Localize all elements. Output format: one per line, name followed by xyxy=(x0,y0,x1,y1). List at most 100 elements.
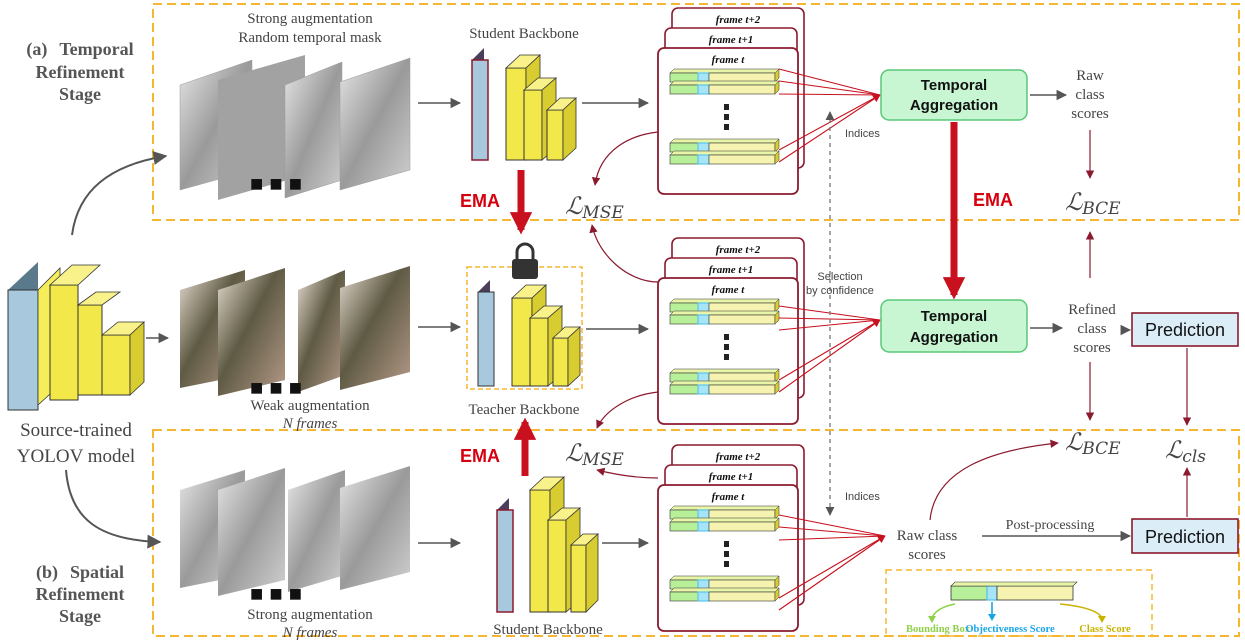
legend-cls-arrow xyxy=(1059,603,1103,619)
bce-loss-top: ℒBCE xyxy=(1065,188,1121,219)
bottom-student-backbone xyxy=(496,476,600,613)
ema-top-label: EMA xyxy=(460,191,500,211)
svg-text:Selection: Selection xyxy=(817,271,862,283)
top-features-to-aggregation-lines xyxy=(778,68,881,163)
raw-class-scores-bottom: Raw class scores xyxy=(897,528,958,563)
legend-bounding-box: Bounding Box xyxy=(906,624,971,635)
svg-text:(b)Spatial: (b)Spatial xyxy=(36,562,124,583)
svg-text:Aggregation: Aggregation xyxy=(910,97,998,114)
top-feature-bar xyxy=(669,138,780,153)
prediction-box-bottom: Prediction xyxy=(1131,518,1239,554)
top-frame-label-t1: frame t+1 xyxy=(709,34,753,46)
svg-text:Temporal: Temporal xyxy=(921,308,987,325)
svg-text:class: class xyxy=(1075,87,1104,103)
temporal-aggregation-top: Temporal Aggregation xyxy=(880,69,1028,121)
teacher-backbone xyxy=(477,280,582,387)
middle-frames-ellipsis: ■ ■ ■ xyxy=(250,375,302,400)
bottom-frame-caption: Strong augmentation N frames xyxy=(247,607,373,641)
lock-icon xyxy=(512,242,538,279)
top-feature-bar xyxy=(669,68,780,83)
top-feature-bar xyxy=(669,150,780,165)
mse-loss-bottom: ℒMSE xyxy=(565,439,624,470)
svg-text:Strong augmentation: Strong augmentation xyxy=(247,607,373,623)
source-to-temporal-arrow xyxy=(71,151,168,236)
top-frame-label-t2: frame t+2 xyxy=(716,14,761,26)
feature-grid-stacks: frame t+2 frame t+1 frame t frame t+2 frame … xyxy=(657,7,805,632)
svg-text:Refinement: Refinement xyxy=(36,584,125,604)
top-feature-ellipsis xyxy=(724,104,729,130)
svg-text:Strong augmentation: Strong augmentation xyxy=(247,11,373,27)
svg-text:scores: scores xyxy=(908,547,946,563)
bottom-feature-bar xyxy=(669,505,780,520)
teacher-features-to-mse-bottom-arrow xyxy=(596,391,659,429)
bottom-feature-bar xyxy=(669,575,780,590)
teacher-features-to-mse-top-arrow xyxy=(589,224,659,283)
bottom-feature-ellipsis xyxy=(724,541,729,567)
svg-text:YOLOV model: YOLOV model xyxy=(17,446,135,467)
svg-text:(a)Temporal: (a)Temporal xyxy=(26,39,133,60)
svg-text:Raw: Raw xyxy=(1076,68,1104,84)
svg-text:Stage: Stage xyxy=(59,606,101,626)
legend-feature-bar xyxy=(950,581,1078,601)
svg-text:Raw class: Raw class xyxy=(897,528,958,544)
svg-text:N frames: N frames xyxy=(282,625,338,641)
middle-frame-label-t2: frame t+2 xyxy=(716,244,761,256)
svg-text:Prediction: Prediction xyxy=(1145,527,1225,547)
bottom-frame-label-t: frame t xyxy=(712,491,746,503)
cls-loss: ℒcls xyxy=(1165,436,1206,467)
svg-text:Random temporal mask: Random temporal mask xyxy=(238,30,382,46)
top-frames-ellipsis: ■ ■ ■ xyxy=(250,171,302,196)
bottom-features-to-mse-arrow xyxy=(596,467,659,479)
temporal-aggregation-middle: Temporal Aggregation xyxy=(880,299,1028,353)
bottom-student-label: Student Backbone xyxy=(493,622,603,638)
svg-text:Refined: Refined xyxy=(1068,302,1116,318)
source-to-spatial-arrow xyxy=(65,469,162,549)
spatial-stage-border xyxy=(152,429,1240,637)
middle-frame-label-t1: frame t+1 xyxy=(709,264,753,276)
bottom-feature-bar xyxy=(669,517,780,532)
svg-text:N frames: N frames xyxy=(282,416,338,432)
svg-text:Source-trained: Source-trained xyxy=(20,420,132,441)
middle-feature-bar xyxy=(669,380,780,395)
refined-class-scores: Refined class scores xyxy=(1068,302,1116,356)
top-student-label: Student Backbone xyxy=(469,26,579,42)
prediction-box-top: Prediction xyxy=(1131,312,1239,347)
middle-frame-stack xyxy=(180,266,410,396)
legend-class-score: Class Score xyxy=(1079,624,1131,635)
legend-border xyxy=(885,569,1153,637)
spatial-stage-title: (b)Spatial Refinement Stage xyxy=(36,562,125,626)
post-processing-label: Post-processing xyxy=(1006,518,1095,533)
middle-feature-bar xyxy=(669,298,780,313)
middle-feature-bar xyxy=(669,310,780,325)
bottom-feature-bar xyxy=(669,587,780,602)
top-frame-caption: Strong augmentation Random temporal mask xyxy=(238,11,382,46)
top-student-backbone xyxy=(471,48,578,161)
svg-text:scores: scores xyxy=(1071,106,1109,122)
indices-top-label: Indices xyxy=(845,128,880,140)
ema-aggregation-label: EMA xyxy=(973,190,1013,210)
svg-text:Stage: Stage xyxy=(59,84,101,104)
svg-text:scores: scores xyxy=(1073,340,1111,356)
bottom-frame-label-t2: frame t+2 xyxy=(716,451,761,463)
middle-feature-bar xyxy=(669,368,780,383)
raw-class-scores-top: Raw class scores xyxy=(1071,68,1109,122)
bce-loss-bottom: ℒBCE xyxy=(1065,428,1121,459)
top-features-to-mse-arrow xyxy=(591,131,659,186)
svg-text:by confidence: by confidence xyxy=(806,285,874,297)
bottom-features-to-raw-scores-lines xyxy=(778,514,886,611)
temporal-stage-border xyxy=(152,3,1240,221)
selection-by-confidence-label: Selection by confidence xyxy=(806,271,874,297)
indices-bottom-label: Indices xyxy=(845,491,880,503)
svg-text:Prediction: Prediction xyxy=(1145,320,1225,340)
source-model-backbone xyxy=(7,262,146,411)
legend-bbox-arrow xyxy=(931,603,956,619)
teacher-label: Teacher Backbone xyxy=(469,402,580,418)
raw-scores-to-bce-bottom-arrow xyxy=(929,439,1059,521)
source-model-label: Source-trained YOLOV model xyxy=(17,420,135,467)
ema-bottom-label: EMA xyxy=(460,446,500,466)
legend-objectiveness-score: Objectiveness Score xyxy=(965,624,1055,635)
middle-frame-label-t: frame t xyxy=(712,284,746,296)
